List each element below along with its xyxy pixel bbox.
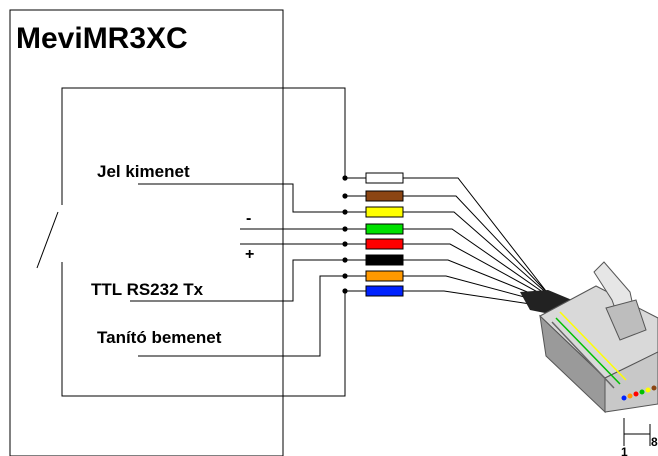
terminal-dot-white	[342, 175, 348, 181]
terminal-dot-brown	[342, 193, 348, 199]
signal-output-label: Jel kimenet	[97, 162, 190, 181]
fanout-wire-white	[403, 177, 547, 292]
device-box	[9, 9, 284, 456]
fanout-wire-blue	[403, 290, 561, 309]
terminal-dot-blue	[342, 288, 348, 294]
fanout-wire-orange	[403, 275, 559, 307]
inner-wire-yellow	[559, 311, 627, 381]
signal-output-wire	[138, 183, 345, 213]
relay-wire-top	[61, 87, 346, 205]
connector-contacts	[621, 385, 657, 401]
minus-sign: -	[246, 210, 251, 227]
terminal-dot-black	[342, 257, 348, 263]
wire-sleeve-orange	[365, 270, 404, 282]
fanout-wire-black	[403, 259, 557, 304]
wire-sleeve-yellow	[365, 206, 404, 218]
pin-last-label: 8	[651, 435, 658, 449]
relay-wire-bottom	[61, 262, 346, 397]
teach-input-label: Tanító bemenet	[97, 328, 222, 347]
wire-sleeve-red	[365, 238, 404, 250]
fanout-wire-yellow	[403, 211, 551, 297]
wire-sleeve-blue	[365, 285, 404, 297]
fanout-wire-brown	[403, 195, 549, 294]
relay-switch-contact	[36, 211, 59, 269]
ttl-rs232-wire	[130, 259, 345, 302]
teach-input-wire	[138, 275, 345, 357]
ttl-rs232-label: TTL RS232 Tx	[91, 280, 204, 299]
terminal-dot-orange	[342, 273, 348, 279]
connector-front-face	[604, 351, 658, 413]
rj45-connector: 1 8	[520, 261, 658, 456]
inner-wire-grey	[551, 321, 615, 389]
connector-clip-base	[605, 299, 647, 341]
plus-sign: +	[245, 246, 254, 263]
inner-wire-green	[555, 317, 621, 385]
wire-sleeve-brown	[365, 190, 404, 202]
terminal-dot-yellow	[342, 209, 348, 215]
device-title: MeviMR3XC	[16, 22, 188, 55]
terminal-dot-red	[342, 241, 348, 247]
wire-sleeve-black	[365, 254, 404, 266]
wire-sleeve-white	[365, 172, 404, 184]
terminal-dot-green	[342, 226, 348, 232]
fanout-wire-red	[403, 243, 555, 302]
wire-sleeve-green	[365, 223, 404, 235]
terminal-group	[342, 172, 561, 309]
pin-first-label: 1	[621, 445, 628, 456]
fanout-wire-green	[403, 228, 553, 299]
